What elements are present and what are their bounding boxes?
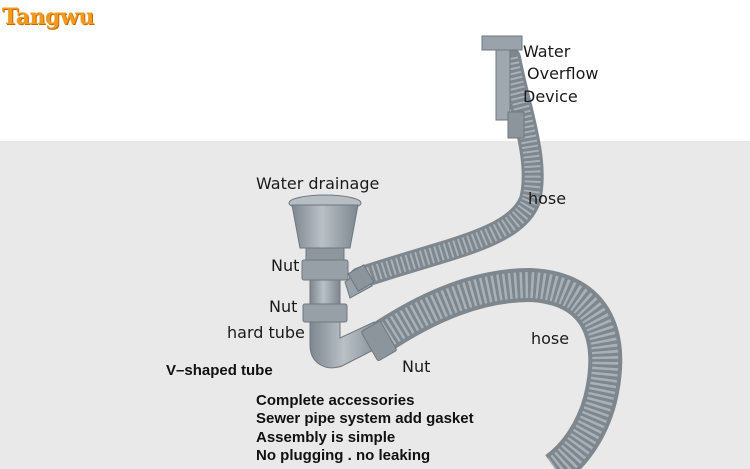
hard-tube-shape	[309, 279, 341, 305]
upper-hose	[349, 47, 544, 289]
nut-2-shape	[302, 303, 348, 323]
lower-hose	[368, 267, 623, 469]
background-lower	[0, 141, 750, 469]
label-water-overflow-1: Water	[523, 42, 571, 61]
nut-1-shape	[301, 259, 349, 281]
overflow-device	[481, 35, 525, 139]
label-nut-2: Nut	[269, 297, 298, 316]
nut-3-shape	[361, 321, 397, 361]
feature-line-4: No plugging . no leaking	[256, 447, 431, 464]
label-hose-upper: hose	[528, 189, 567, 208]
brand-logo: Tangwu	[2, 4, 94, 30]
label-hard-tube: hard tube	[227, 323, 305, 342]
label-hose-lower: hose	[531, 329, 570, 348]
strainer-basket	[288, 194, 362, 261]
tee-branch	[344, 264, 375, 299]
feature-line-1: Complete accessories	[256, 392, 415, 409]
feature-line-2: Sewer pipe system add gasket	[256, 410, 474, 427]
background-upper	[0, 0, 750, 141]
label-nut-1: Nut	[271, 256, 300, 275]
feature-line-3: Assembly is simple	[256, 429, 396, 446]
label-nut-3: Nut	[402, 357, 431, 376]
label-v-shaped-tube: V–shaped tube	[166, 362, 273, 379]
label-water-overflow-2: Overflow	[527, 64, 599, 83]
label-water-drainage: Water drainage	[256, 174, 380, 193]
label-water-overflow-3: Device	[523, 87, 578, 106]
